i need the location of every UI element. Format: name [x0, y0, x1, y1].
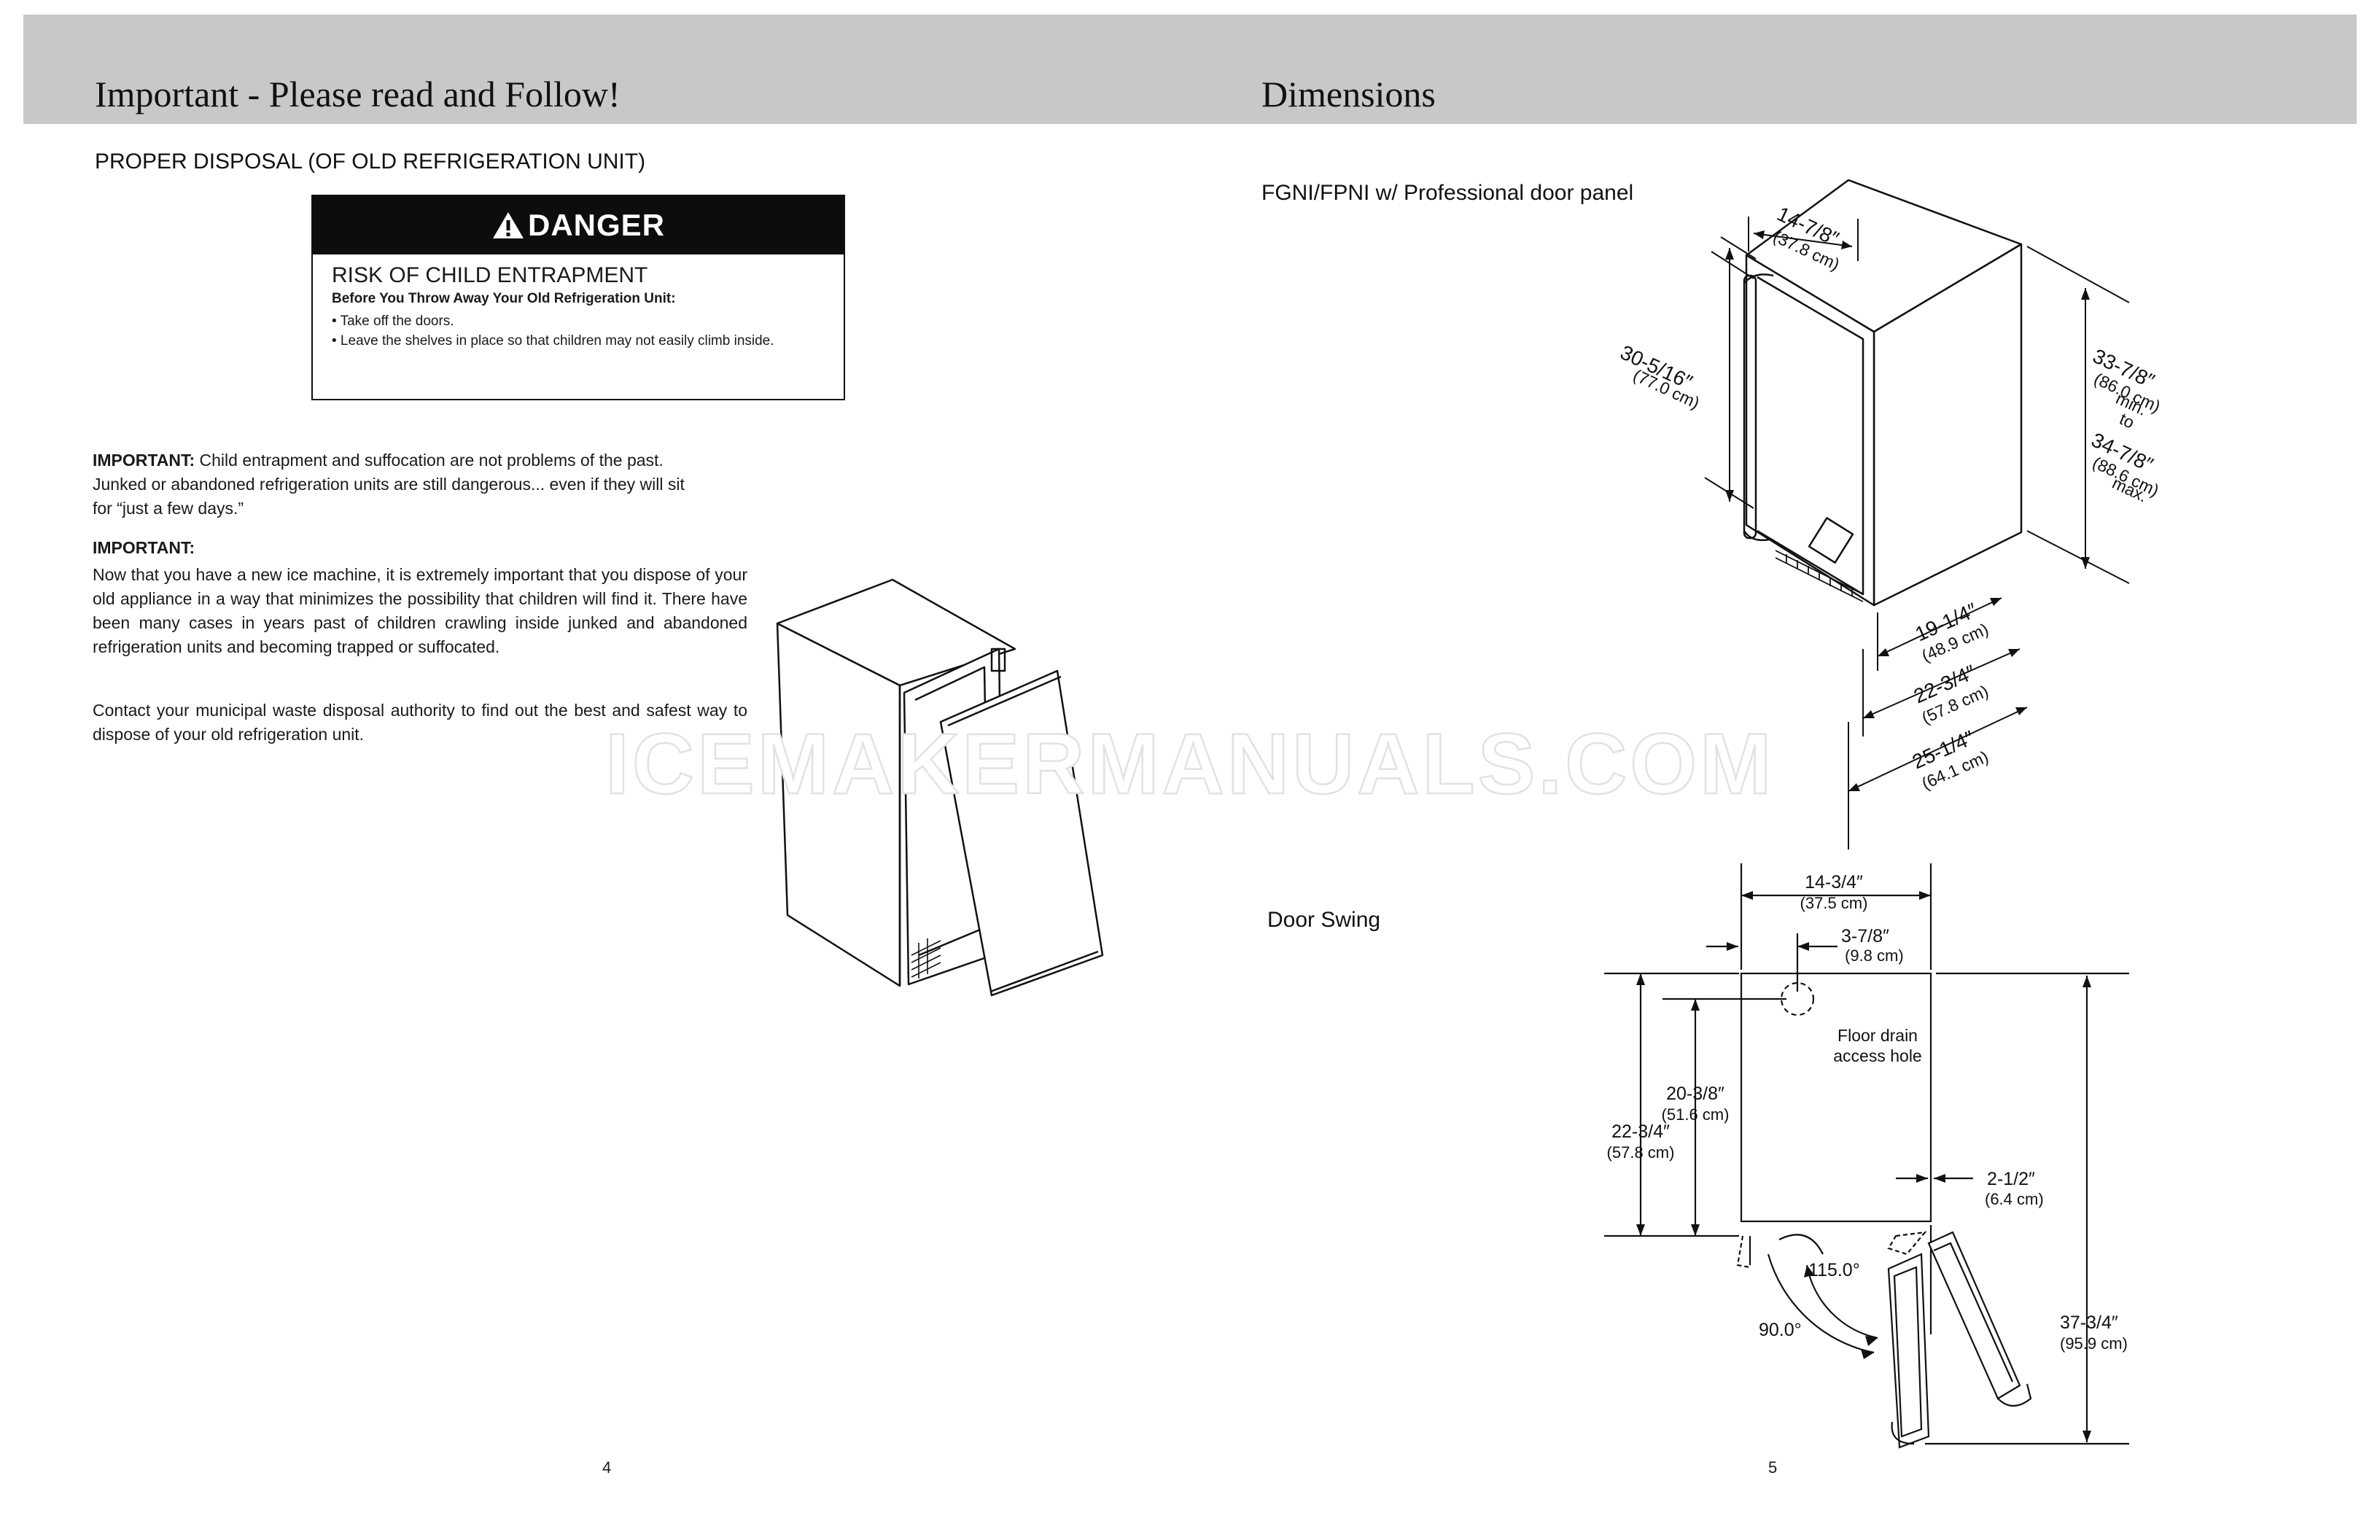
watermark: ICEMAKERMANUALS.COM	[604, 715, 1775, 814]
floor-drain-label-1: Floor drain	[1838, 1026, 1918, 1045]
drain-offset-cm: (9.8 cm)	[1845, 946, 1904, 965]
swing-depth-label: 22-3/4″	[1611, 1121, 1670, 1142]
page-number-right: 5	[1768, 1458, 1778, 1477]
danger-title: RISK OF CHILD ENTRAPMENT	[332, 263, 648, 287]
door-swing-heading: Door Swing	[1267, 908, 1381, 932]
danger-item: • Leave the shelves in place so that chi…	[332, 333, 774, 349]
total-swing-label: 37-3/4″	[2060, 1312, 2118, 1333]
door-thickness-label: 2-1/2″	[1987, 1169, 2035, 1189]
danger-body: RISK OF CHILD ENTRAPMENT Before You Thro…	[313, 254, 844, 351]
swing-width-cm: (37.5 cm)	[1800, 894, 1868, 912]
important-label-1: IMPORTANT:	[93, 451, 195, 470]
important-para-2: Now that you have a new ice machine, it …	[93, 565, 747, 656]
contact-para: Contact your municipal waste disposal au…	[93, 701, 747, 744]
swing-width-label: 14-3/4″	[1805, 872, 1863, 892]
warning-triangle-icon	[492, 212, 524, 238]
total-swing-cm: (95.9 cm)	[2060, 1334, 2128, 1353]
danger-item: • Take off the doors.	[332, 314, 454, 329]
important-text-1: Child entrapment and suffocation are not…	[93, 451, 685, 518]
floor-drain-label-2: access hole	[1833, 1046, 1921, 1065]
danger-bar: DANGER	[313, 196, 844, 254]
disposal-heading: PROPER DISPOSAL (OF OLD REFRIGERATION UN…	[95, 149, 646, 174]
danger-label: DANGER	[527, 208, 665, 242]
danger-list: • Take off the doors. • Leave the shelve…	[332, 311, 825, 351]
danger-subtitle: Before You Throw Away Your Old Refrigera…	[332, 291, 676, 306]
drain-offset-label: 3-7/8″	[1841, 926, 1889, 946]
page-number-left: 4	[602, 1458, 612, 1477]
swing-depth-cm: (57.8 cm)	[1607, 1143, 1675, 1162]
angle-90-label: 90.0°	[1759, 1320, 1802, 1340]
drain-depth-label: 20-3/8″	[1666, 1084, 1724, 1104]
important-label-2: IMPORTANT:	[93, 538, 195, 557]
angle-115-label: 115.0°	[1808, 1260, 1860, 1280]
right-page-title: Dimensions	[1261, 74, 1436, 114]
isometric-dimension-diagram: 14-7/8″ (37.8 cm) 30-5/16″ (77.0 cm) 33-…	[1617, 179, 2163, 849]
model-label: FGNI/FPNI w/ Professional door panel	[1261, 181, 1634, 205]
important-para-1: IMPORTANT: Child entrapment and suffocat…	[93, 448, 705, 521]
drain-depth-cm: (51.6 cm)	[1662, 1105, 1730, 1124]
left-page-title: Important - Please read and Follow!	[95, 74, 621, 114]
door-thickness-cm: (6.4 cm)	[1985, 1190, 2044, 1208]
door-swing-diagram: 14-3/4″ (37.5 cm) 3-7/8″ (9.8 cm) Floor …	[1604, 863, 2129, 1449]
header-band	[23, 15, 2357, 124]
danger-box: DANGER RISK OF CHILD ENTRAPMENT Before Y…	[311, 195, 845, 400]
unit-door-illustration	[776, 578, 1104, 997]
